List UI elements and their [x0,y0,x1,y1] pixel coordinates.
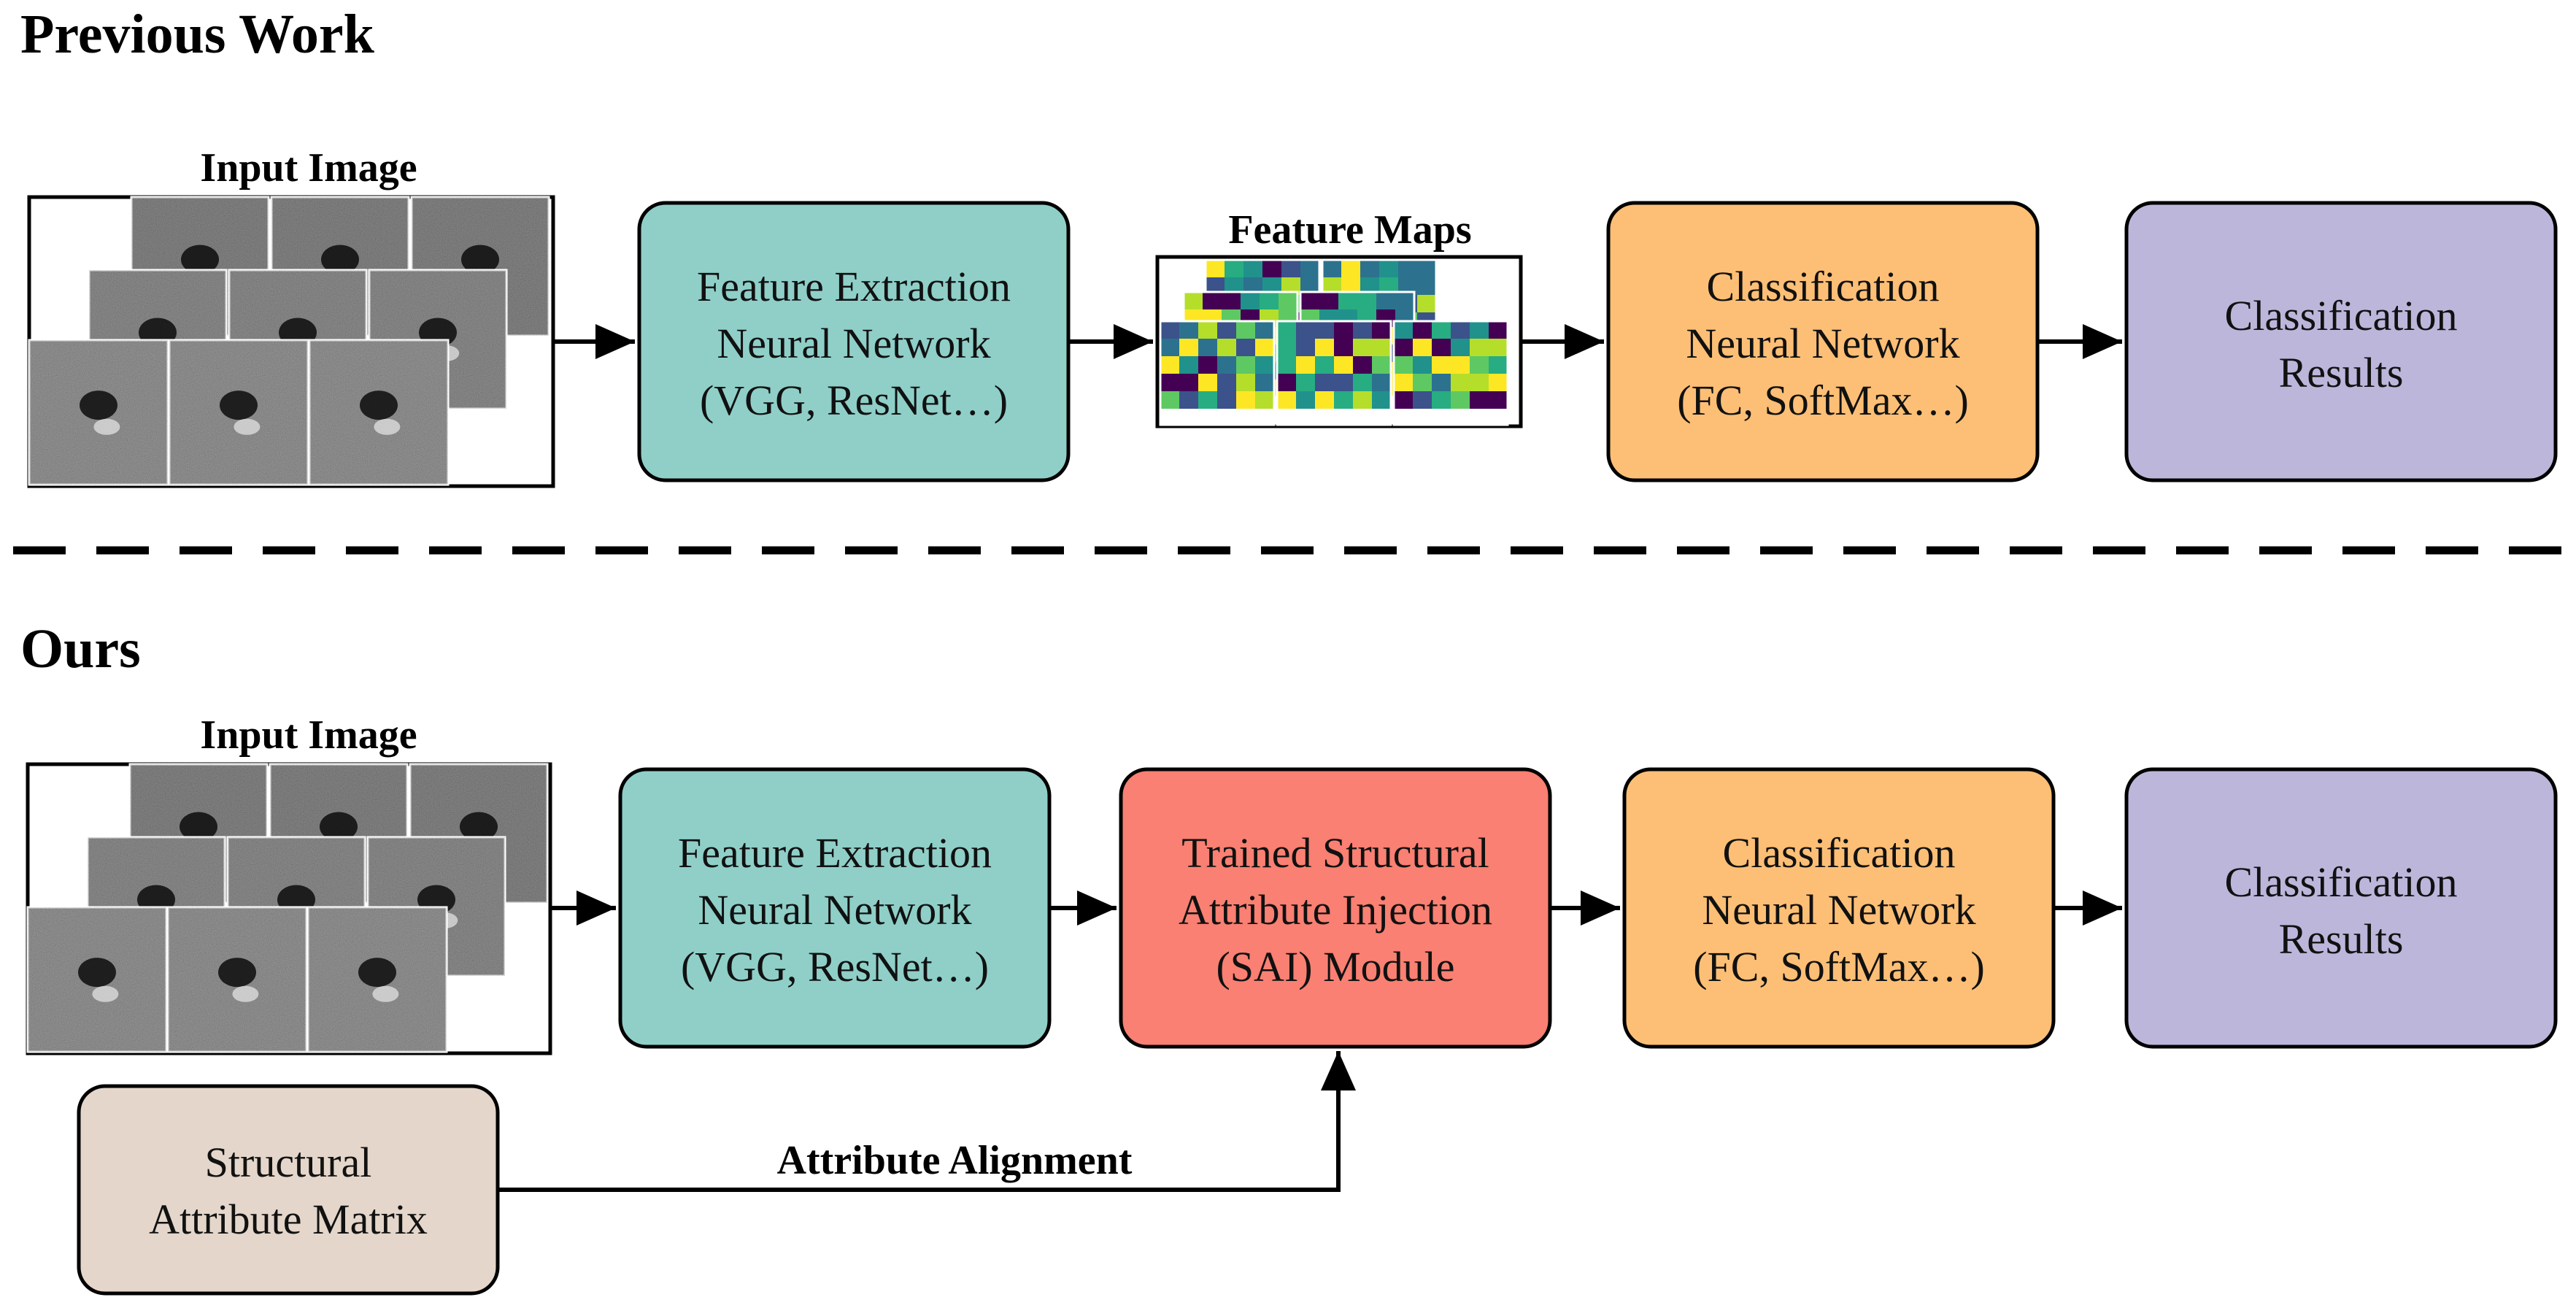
classification-network-line: (FC, SoftMax…) [1677,377,1969,424]
attribute-alignment-label: Attribute Alignment [777,1138,1133,1183]
feature-map-tile [1392,320,1509,426]
section-title-previous: Previous Work [20,4,375,65]
classification-network-line: Neural Network [1702,886,1975,934]
sai-module-line: (SAI) Module [1216,943,1454,990]
structural-attribute-matrix-box: Structural Attribute Matrix [77,1084,500,1296]
sar-image-tile [168,339,309,486]
input-image-caption: Input Image [200,712,417,758]
feature-extraction-line: Neural Network [717,320,990,367]
section-title-ours: Ours [20,618,141,680]
sar-image-tile [166,906,308,1053]
classification-network-box: Classification Neural Network (FC, SoftM… [1622,767,2056,1049]
feature-extraction-line: (VGG, ResNet…) [700,377,1008,424]
feature-map-tile [1159,320,1276,426]
classification-results-box: Classification Results [2124,201,2558,482]
sai-module-line: Attribute Injection [1179,886,1492,934]
sar-image-tile [28,339,169,486]
sai-module-line: Trained Structural [1181,829,1489,877]
feature-extraction-line: Feature Extraction [697,263,1011,310]
classification-network-line: (FC, SoftMax…) [1693,943,1985,990]
feature-extraction-line: (VGG, ResNet…) [681,943,989,990]
classification-network-line: Classification [1723,829,1956,877]
classification-results-line: Classification [2225,858,2458,906]
input-image-caption: Input Image [200,145,417,191]
feature-maps-caption: Feature Maps [1228,207,1471,253]
sar-image-tile [306,906,448,1053]
classification-results-line: Results [2279,915,2404,963]
classification-results-box: Classification Results [2124,767,2558,1049]
feature-extraction-line: Neural Network [698,886,971,934]
feature-extraction-box: Feature Extraction Neural Network (VGG, … [618,767,1052,1049]
classification-results-line: Results [2279,349,2404,396]
feature-extraction-line: Feature Extraction [678,829,992,877]
feature-map-tile [1276,320,1392,426]
classification-network-line: Classification [1707,263,1940,310]
classification-results-line: Classification [2225,292,2458,339]
classification-network-box: Classification Neural Network (FC, SoftM… [1606,201,2040,482]
sai-module-box: Trained Structural Attribute Injection (… [1119,767,1552,1049]
sar-image-tile [308,339,450,486]
feature-extraction-box: Feature Extraction Neural Network (VGG, … [637,201,1071,482]
feature-maps-heatmap [1155,255,1523,428]
structural-matrix-line: Attribute Matrix [149,1196,428,1243]
arrow-attribute-alignment [498,1051,1356,1192]
sar-image-tile [26,906,168,1053]
classification-network-line: Neural Network [1686,320,1959,367]
structural-matrix-line: Structural [205,1139,372,1186]
input-image-stack [27,195,555,488]
input-image-stack [26,762,552,1055]
